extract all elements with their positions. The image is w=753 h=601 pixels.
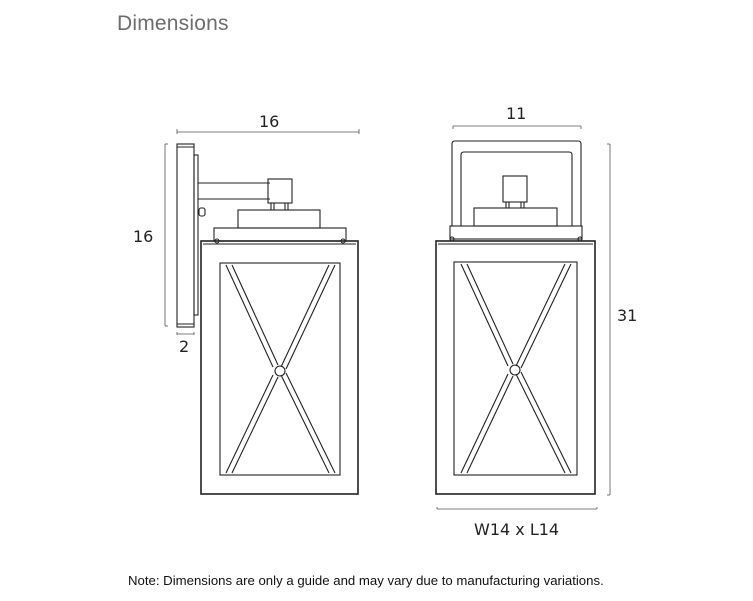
- front-width-label: 11: [506, 104, 527, 123]
- side-view-lantern: [176, 143, 359, 495]
- front-view-dimensions: [436, 125, 611, 510]
- front-height-label: 31: [617, 306, 638, 325]
- base-dimensions-label: W14 x L14: [474, 520, 560, 539]
- side-width-label: 16: [259, 112, 280, 131]
- disclaimer-note: Note: Dimensions are only a guide and ma…: [128, 573, 604, 588]
- front-view-lantern: [435, 140, 596, 495]
- backplate-depth-label: 2: [179, 337, 190, 356]
- side-height-label: 16: [133, 227, 154, 246]
- side-view-dimensions: [164, 129, 360, 335]
- page-title: Dimensions: [117, 12, 229, 35]
